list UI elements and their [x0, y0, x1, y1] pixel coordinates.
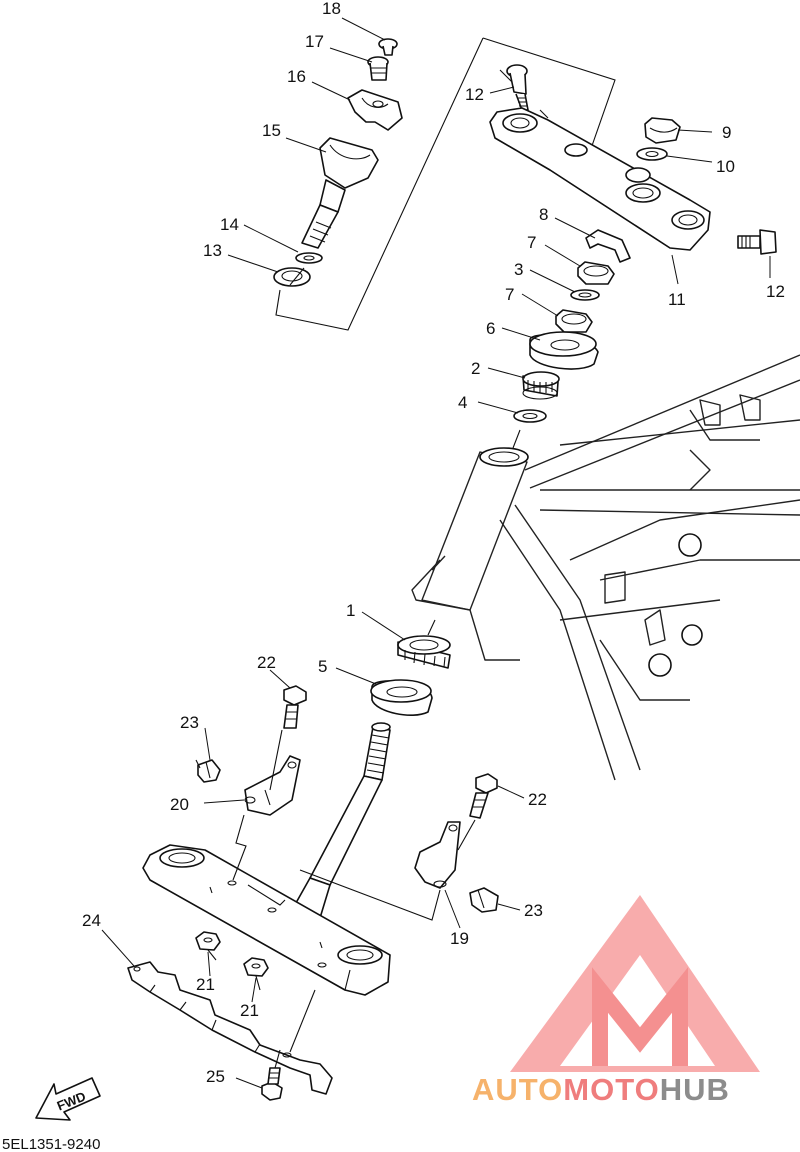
- part-3-washer: [570, 289, 600, 301]
- callout-17: 17: [305, 32, 324, 51]
- part-9-cap-nut: [644, 117, 681, 144]
- callout-23-right: 23: [524, 901, 543, 920]
- part-16-upper-holder: [347, 89, 403, 131]
- callout-4: 4: [458, 393, 467, 412]
- part-4-race: [513, 409, 547, 423]
- callout-13: 13: [203, 241, 222, 260]
- part-5-seal: [370, 679, 433, 716]
- part-18-screw: [378, 38, 398, 56]
- callout-20: 20: [170, 795, 189, 814]
- part-12-bolt-top: [506, 64, 529, 111]
- part-10-washer: [636, 147, 668, 161]
- part-8-lock-washer: [585, 229, 631, 263]
- callout-23-left: 23: [180, 713, 199, 732]
- callout-8: 8: [539, 205, 548, 224]
- alignment-lines: [207, 109, 549, 1069]
- part-2-bearing: [522, 371, 560, 400]
- part-22-bolt-right: [469, 773, 498, 819]
- callout-5: 5: [318, 657, 327, 676]
- steering-stem: [291, 722, 391, 919]
- part-21-nut-left: [195, 931, 221, 951]
- callout-7-lower: 7: [505, 285, 514, 304]
- callout-22-right: 22: [528, 790, 547, 809]
- callout-16: 16: [287, 67, 306, 86]
- part-1-lower-bearing: [397, 635, 451, 669]
- brand-hub: HUB: [660, 1072, 730, 1107]
- diagram-part-code: 5EL1351-9240: [2, 1136, 100, 1152]
- part-22-bolt-left: [283, 685, 307, 729]
- part-24-guide-plate: [127, 961, 333, 1095]
- part-15-lower-holder: [301, 137, 379, 249]
- part-21-nut-right: [243, 957, 269, 977]
- part-6-cover: [529, 331, 599, 370]
- callout-19: 19: [450, 929, 469, 948]
- brand-auto: AUTO: [472, 1072, 563, 1107]
- part-23-clip-left: [195, 759, 221, 783]
- callout-21-left: 21: [196, 975, 215, 994]
- svg-text:AUTOMOTOHUB: AUTOMOTOHUB: [472, 1072, 730, 1107]
- brand-moto: MOTO: [563, 1072, 659, 1107]
- part-14-washer: [295, 252, 323, 264]
- callout-22-left: 22: [257, 653, 276, 672]
- callout-numbers: 18 17 16 15 14 13 12 9 10 8 7 3 7 6 2 4 …: [82, 0, 785, 1086]
- part-20-bracket: [244, 755, 301, 816]
- part-19-bracket: [414, 821, 461, 889]
- callout-7-upper: 7: [527, 233, 536, 252]
- part-7-ring-nut-upper: [577, 261, 615, 285]
- callout-1: 1: [346, 601, 355, 620]
- callout-6: 6: [486, 319, 495, 338]
- part-11-upper-bracket: [489, 107, 711, 251]
- callout-15: 15: [262, 121, 281, 140]
- callout-10: 10: [716, 157, 735, 176]
- part-25-bolt: [261, 1067, 283, 1101]
- callout-21-right: 21: [240, 1001, 259, 1020]
- callout-3: 3: [514, 260, 523, 279]
- callout-18: 18: [322, 0, 341, 18]
- part-17-bolt: [367, 56, 389, 81]
- callout-12-side: 12: [766, 282, 785, 301]
- callout-9: 9: [722, 123, 731, 142]
- leader-lines: [101, 17, 771, 1089]
- automotohub-logo: AUTOMOTOHUB: [472, 895, 760, 1107]
- part-23-clip-right: [469, 887, 499, 913]
- callout-25: 25: [206, 1067, 225, 1086]
- motorcycle-frame: [411, 354, 800, 781]
- callout-24: 24: [82, 911, 101, 930]
- lower-bracket: [142, 844, 391, 996]
- part-7-ring-nut-lower: [555, 309, 593, 333]
- fwd-arrow-icon: FWD: [35, 1077, 101, 1121]
- callout-11: 11: [668, 290, 686, 309]
- callout-2: 2: [471, 359, 480, 378]
- callout-12-top: 12: [465, 85, 484, 104]
- callout-14: 14: [220, 215, 239, 234]
- part-12-bolt-side: [737, 229, 777, 255]
